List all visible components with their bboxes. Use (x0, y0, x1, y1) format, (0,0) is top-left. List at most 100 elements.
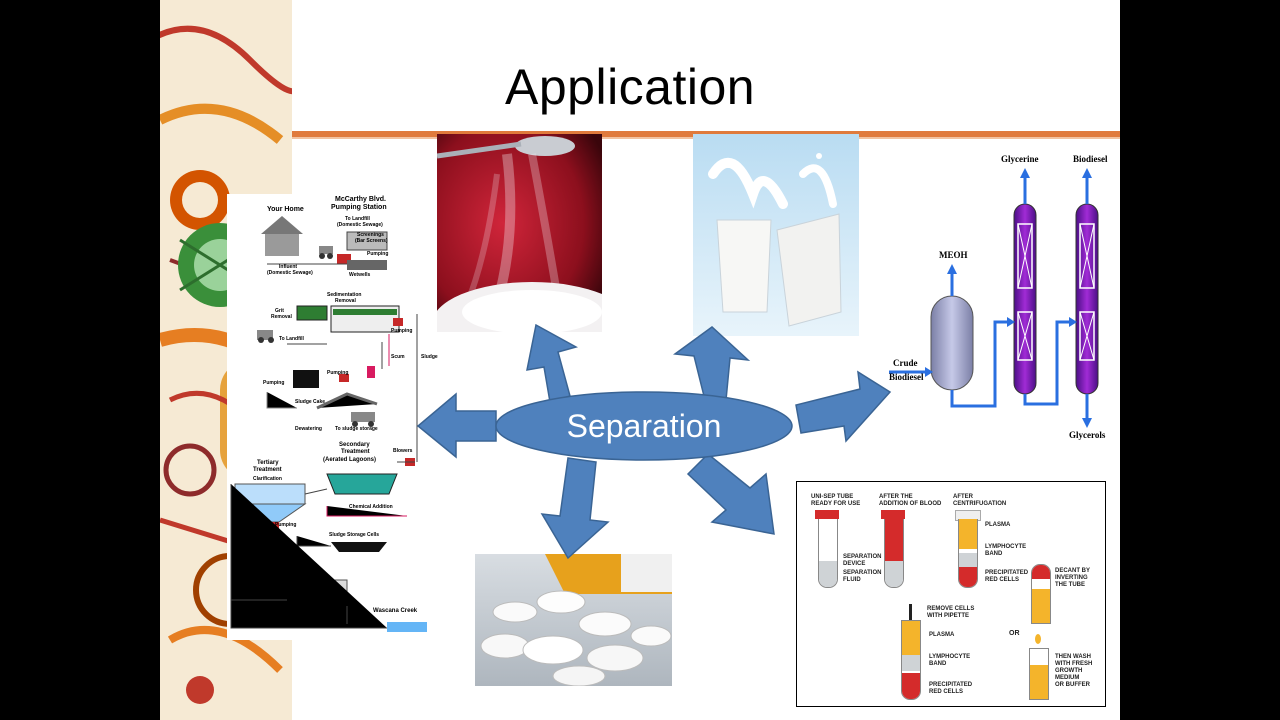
label-blowers: Blowers (393, 448, 413, 454)
label-uv-2: Disinfectant (275, 571, 310, 577)
sugar-photo-graphic (437, 134, 602, 332)
label-tertiary-2: Treatment (253, 467, 282, 473)
label-to-sludge-storage: To sludge storage (335, 426, 378, 432)
label-mccarthy-2: Pumping Station (331, 204, 387, 211)
label-crude-2: Biodiesel (889, 372, 924, 382)
label-sep-fluid-2: FLUID (843, 577, 861, 583)
label-col2-2: ADDITION OF BLOOD (879, 501, 942, 507)
label-col2-1: AFTER THE (879, 494, 913, 500)
label-wetwells: Wetwells (349, 272, 371, 278)
label-col1-2: READY FOR USE (811, 501, 861, 507)
label-sludge: Sludge (421, 354, 438, 360)
label-grit-2: Removal (271, 314, 292, 320)
label-chemical-addition: Chemical Addition (349, 504, 393, 510)
label-pumping-4: Pumping (263, 380, 285, 386)
label-decant-3: THE TUBE (1055, 582, 1085, 588)
tube6 (1029, 648, 1049, 700)
label-sedimentation-1: Sedimentation (327, 292, 362, 298)
milk-photo-graphic (693, 134, 859, 336)
tube2 (884, 519, 904, 588)
label-effluent: Effluent (361, 622, 380, 628)
label-plasma-2: PLASMA (929, 632, 955, 638)
sugar-photo (437, 134, 602, 332)
tube4-inverted (1031, 564, 1051, 624)
label-crude-1: Crude (893, 358, 918, 368)
label-sludge-cake: Sludge Cake (295, 399, 326, 405)
label-plasma: PLASMA (985, 522, 1011, 528)
label-pumping-1: Pumping (367, 251, 389, 257)
label-grit-1: Grit (275, 308, 284, 314)
label-col3-2: CENTRIFUGATION (953, 501, 1007, 507)
slide: Application (160, 0, 1120, 720)
sewage-diagram-graphics (230, 216, 427, 632)
label-biodiesel: Biodiesel (1073, 154, 1108, 164)
label-precip-2: RED CELLS (985, 577, 1020, 583)
label-lymph-b1: LYMPHOCYTE (929, 654, 971, 660)
label-scum: Scum (391, 354, 405, 360)
label-decant-1: DECANT BY (1055, 568, 1091, 574)
label-to-landfill-domestic-2: (Domestic Sewage) (337, 222, 383, 228)
label-meoh: MEOH (939, 250, 968, 260)
tube2-cap (881, 510, 905, 519)
label-winter: Winter (261, 621, 277, 627)
arrow-to-blood (686, 452, 775, 535)
pills-photo-graphic (475, 554, 672, 686)
label-dewatering: Dewatering (295, 426, 322, 432)
label-precip-b1: PRECIPITATED (929, 682, 973, 688)
arrow-to-sugar (526, 323, 578, 403)
arrow-to-sewage (416, 392, 497, 459)
blood-separation-diagram: UNI-SEP TUBE READY FOR USE AFTER THE ADD… (796, 481, 1106, 707)
label-glycerine: Glycerine (1001, 154, 1039, 164)
label-pumping-2: Pumping (391, 328, 413, 334)
tube5 (901, 620, 921, 700)
arrow-to-biodiesel (795, 370, 892, 443)
tube1-cap (815, 510, 839, 519)
label-wash-4: MEDIUM (1055, 675, 1080, 681)
label-wash-1: THEN WASH (1055, 654, 1091, 660)
drop-icon (1035, 634, 1041, 644)
label-wash-3: GROWTH (1055, 668, 1083, 674)
label-precip-1: PRECIPITATED (985, 570, 1029, 576)
label-remove-1: REMOVE CELLS (927, 606, 975, 612)
label-precip-b2: RED CELLS (929, 689, 964, 695)
label-or: OR (1009, 630, 1020, 637)
label-influent-2: (Domestic Sewage) (267, 270, 313, 276)
biodiesel-diagram-graphics (889, 168, 1099, 428)
label-sep-fluid-1: SEPARATION (843, 570, 882, 576)
slide-title: Application (505, 59, 756, 115)
label-wash-2: WITH FRESH (1055, 661, 1093, 667)
label-pumping-3: Pumping (327, 370, 349, 376)
separation-label: Separation (566, 407, 722, 444)
label-glycerols: Glycerols (1069, 430, 1106, 440)
label-secondary-3: (Aerated Lagoons) (323, 457, 377, 463)
label-mccarthy-1: McCarthy Blvd. (335, 196, 386, 203)
label-your-home: Your Home (267, 206, 304, 213)
label-col1-1: UNI-SEP TUBE (811, 494, 854, 500)
label-lymph-2: BAND (985, 551, 1003, 557)
label-secondary-2: Treatment (341, 449, 370, 455)
tube1 (818, 519, 838, 588)
arrow-to-pills (540, 457, 610, 560)
label-influent-1: Influent (279, 264, 298, 270)
arrow-to-milk (672, 326, 751, 401)
label-to-landfill-domestic-1: To Landfill (345, 216, 370, 222)
separation-arrows (416, 323, 892, 560)
label-wash-5: OR BUFFER (1055, 682, 1090, 688)
label-lymph-1: LYMPHOCYTE (985, 544, 1027, 550)
label-tertiary-1: Tertiary (257, 460, 279, 466)
label-secondary-1: Secondary (339, 442, 370, 448)
label-remove-2: WITH PIPETTE (927, 613, 969, 619)
separation-ellipse (495, 391, 793, 461)
label-sludge-storage-cells: Sludge Storage Cells (329, 532, 380, 538)
label-decant-2: INVERTING (1055, 575, 1088, 581)
label-clarification: Clarification (253, 476, 282, 482)
tube3 (958, 519, 978, 588)
label-col3-1: AFTER (953, 494, 973, 500)
label-summer: Summer (259, 594, 280, 600)
label-to-landfill: To Landfill (279, 336, 304, 342)
label-uv-1: Ultraviolet (279, 564, 309, 570)
milk-photo (693, 134, 859, 336)
label-screenings-1: Screenings (357, 232, 384, 238)
label-lymph-b2: BAND (929, 661, 947, 667)
label-sep-device-1: SEPARATION (843, 554, 882, 560)
